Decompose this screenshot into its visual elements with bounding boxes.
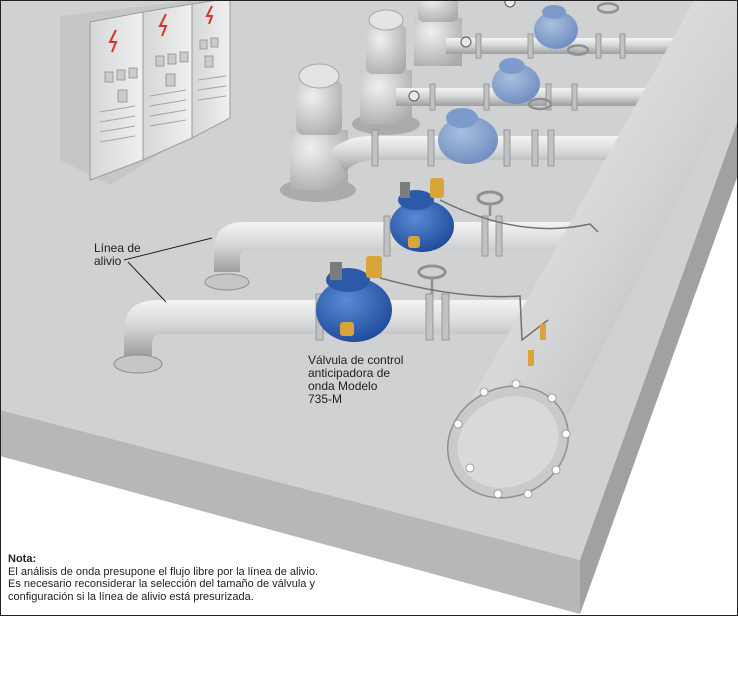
electrical-symbol-icon	[205, 5, 214, 25]
sensing-tubes	[379, 199, 599, 342]
brass-fittings	[528, 324, 546, 366]
relief-line-upper	[204, 215, 590, 291]
relief-handwheels	[417, 190, 504, 294]
cabinet-3	[191, 0, 231, 139]
diagram-illustration	[0, 0, 738, 616]
electrical-symbol-icon	[108, 29, 118, 53]
pump-line-valves	[438, 5, 578, 164]
pumping-station-diagram: Línea de alivio Válvula de control antic…	[0, 0, 738, 616]
surge-valve-upper	[390, 178, 454, 252]
cabinet-1	[89, 11, 144, 181]
valve-label: Válvula de control anticipadora de onda …	[308, 353, 404, 406]
electrical-cabinets	[60, 0, 231, 185]
electrical-symbol-icon	[158, 13, 168, 37]
pump-3	[414, 0, 462, 66]
floor-slab-right	[580, 120, 738, 614]
relief-label-leaders	[123, 237, 213, 303]
pump-1	[280, 63, 356, 202]
note-block: Nota: El análisis de onda presupone el f…	[8, 553, 368, 603]
pump-line-handwheels	[527, 2, 620, 111]
pump-2	[352, 9, 420, 135]
surge-valve-lower	[316, 256, 392, 342]
note-body: El análisis de onda presupone el flujo l…	[8, 565, 319, 603]
note-title: Nota:	[8, 553, 37, 565]
floor-slab-side	[0, 410, 580, 614]
relief-line-label: Línea de alivio	[94, 241, 141, 268]
